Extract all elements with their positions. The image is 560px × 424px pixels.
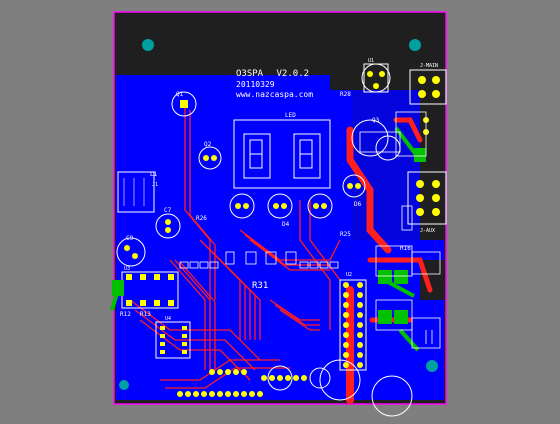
connector-mid-label: J-AUX [420, 228, 435, 234]
svg-text:R13: R13 [140, 311, 151, 318]
board-date: 20110329 [236, 80, 275, 89]
svg-text:U1: U1 [368, 58, 374, 64]
svg-text:R25: R25 [340, 231, 351, 238]
mount-hole-top-right [409, 39, 421, 51]
ic-u4[interactable]: U4 [155, 316, 191, 359]
board-website: www.nazcaspa.com [236, 90, 313, 99]
svg-text:Q3: Q3 [372, 117, 380, 124]
svg-text:R28: R28 [340, 91, 351, 98]
ic-u1[interactable]: U1 [363, 58, 389, 93]
svg-text:Q1: Q1 [176, 91, 184, 98]
green-pads [112, 148, 426, 324]
pads [124, 71, 429, 397]
component-labels: R31 R25 R26 R28 D4 D6 Q1 Q2 Q3 C7 C9 L1 … [120, 91, 411, 318]
mount-hole-bottom-right [426, 360, 438, 372]
svg-text:L1: L1 [150, 171, 158, 178]
svg-text:C9: C9 [126, 235, 134, 242]
smd-resistor-row [179, 251, 339, 269]
connector-j1[interactable]: J1 [117, 171, 158, 213]
svg-text:D4: D4 [282, 221, 290, 228]
board-name-version: O3SPA V2.0.2 [236, 69, 309, 79]
led-label: LED [285, 112, 296, 119]
svg-text:J1: J1 [152, 182, 158, 188]
connector-top-right[interactable]: J-MAIN [409, 63, 447, 105]
mount-hole-top-left [142, 39, 154, 51]
copper-pour-right [352, 90, 420, 240]
led-display-block[interactable]: LED [233, 112, 331, 189]
svg-text:C7: C7 [164, 207, 172, 214]
svg-text:Q2: Q2 [204, 141, 212, 148]
copper-pour [116, 75, 444, 400]
mount-hole-bottom-left [119, 380, 129, 390]
svg-text:U2: U2 [346, 272, 352, 278]
svg-text:D6: D6 [354, 201, 362, 208]
svg-text:R16: R16 [400, 245, 411, 252]
right-components [359, 111, 441, 349]
connector-mid-right[interactable]: J-AUX [407, 171, 447, 234]
signal-traces [129, 100, 341, 389]
svg-text:R26: R26 [196, 215, 207, 222]
svg-text:R12: R12 [120, 311, 131, 318]
ic-u2[interactable]: U2 [339, 272, 367, 371]
connector-top-label: J-MAIN [420, 63, 438, 69]
svg-text:U3: U3 [124, 266, 130, 272]
svg-text:U4: U4 [165, 316, 171, 322]
svg-text:R31: R31 [252, 281, 268, 291]
